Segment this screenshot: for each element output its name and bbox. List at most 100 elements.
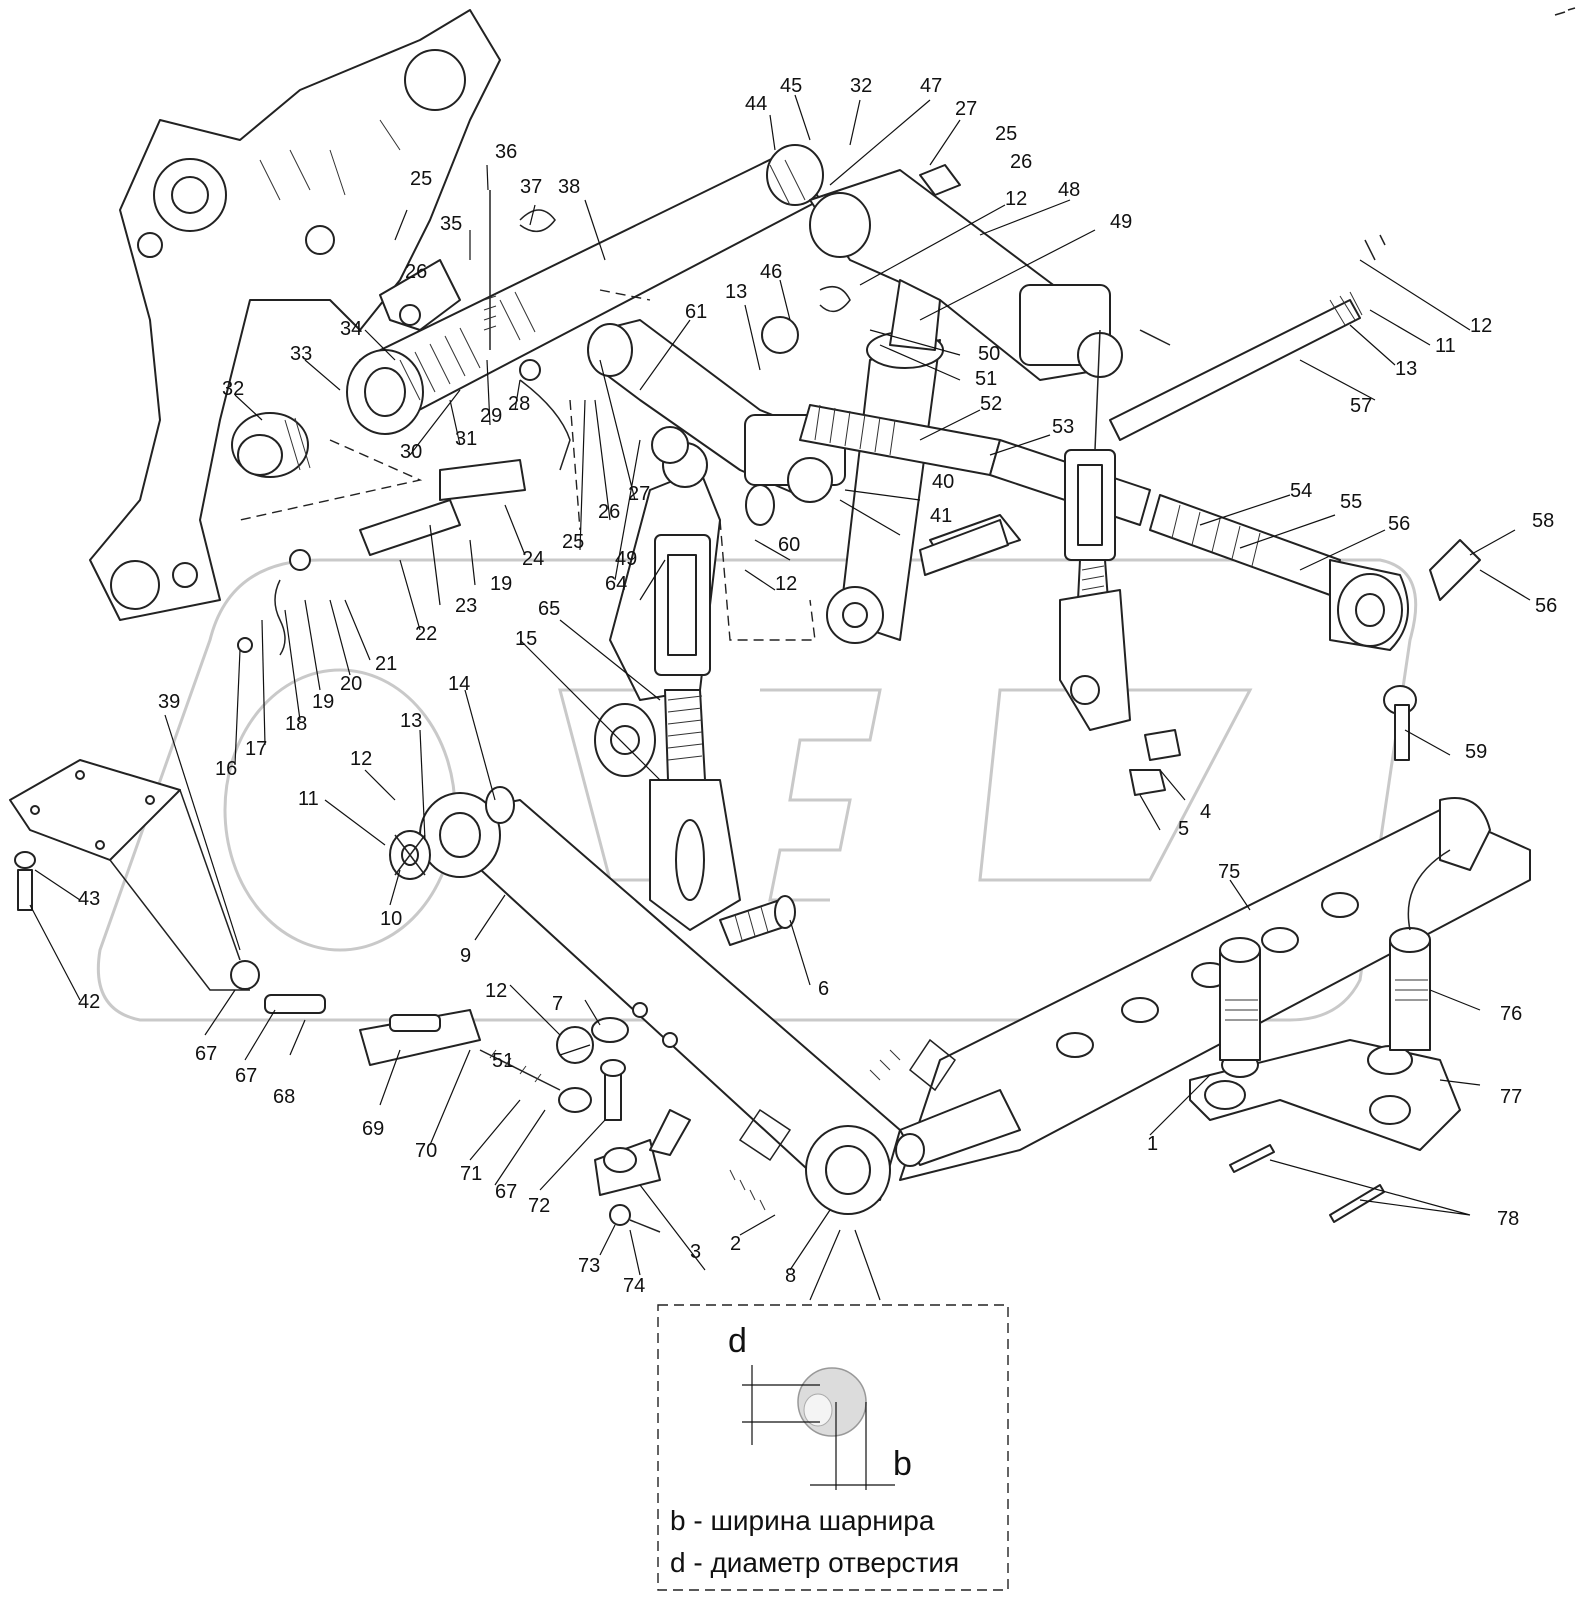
part-label: 78 xyxy=(1497,1208,1519,1230)
part-label: 21 xyxy=(375,653,397,675)
part-label: 5 xyxy=(1178,818,1189,840)
part-label: 73 xyxy=(578,1255,600,1277)
chains xyxy=(729,1038,957,1211)
part-label: 53 xyxy=(1052,416,1074,438)
part-label: 28 xyxy=(508,393,530,415)
part-labels: 45 32 47 44 27 25 36 26 25 37 38 48 12 3… xyxy=(78,75,1557,1297)
lift-arm-left xyxy=(587,319,846,503)
part-label: 25 xyxy=(562,531,584,553)
part-label: 4 xyxy=(1200,801,1211,823)
part-label: 8 xyxy=(785,1265,796,1287)
part-label: 19 xyxy=(490,573,512,595)
part-label: 32 xyxy=(222,378,244,400)
part-label: 56 xyxy=(1388,513,1410,535)
part-label: 38 xyxy=(558,176,580,198)
part-label: 55 xyxy=(1340,491,1362,513)
part-label: 1 xyxy=(1147,1133,1158,1155)
part-label: 35 xyxy=(440,213,462,235)
part-label: 47 xyxy=(920,75,942,97)
leader-lines xyxy=(29,94,1531,1301)
part-label: 16 xyxy=(215,758,237,780)
part-label: 32 xyxy=(850,75,872,97)
small-hardware xyxy=(14,164,1481,1233)
dimension-d-label: d xyxy=(728,1322,747,1360)
part-label: 12 xyxy=(1005,188,1027,210)
part-label: 26 xyxy=(405,261,427,283)
part-label: 59 xyxy=(1465,741,1487,763)
part-label: 2 xyxy=(730,1233,741,1255)
part-label: 27 xyxy=(955,98,977,120)
part-label: 49 xyxy=(615,548,637,570)
part-label: 42 xyxy=(78,991,100,1013)
part-label: 26 xyxy=(1010,151,1032,173)
part-label: 18 xyxy=(285,713,307,735)
part-label: 13 xyxy=(725,281,747,303)
part-label: 52 xyxy=(980,393,1002,415)
part-label: 33 xyxy=(290,343,312,365)
pin-1 xyxy=(1219,937,1261,1061)
joint-detail-box: d b b - ширина шарнира d - диаметр отвер… xyxy=(657,1304,1009,1591)
part-label: 75 xyxy=(1218,861,1240,883)
part-label: 13 xyxy=(1395,358,1417,380)
part-label: 6 xyxy=(818,978,829,1000)
part-label: 12 xyxy=(775,573,797,595)
part-label: 25 xyxy=(995,123,1017,145)
part-label: 37 xyxy=(520,176,542,198)
part-label: 61 xyxy=(685,301,707,323)
lift-arm-right xyxy=(809,169,1171,381)
part-label: 27 xyxy=(628,483,650,505)
part-label: 67 xyxy=(195,1043,217,1065)
part-label: 72 xyxy=(528,1195,550,1217)
part-label: 67 xyxy=(235,1065,257,1087)
part-label: 14 xyxy=(448,673,470,695)
cotter-pins-78 xyxy=(1229,1144,1385,1223)
part-label: 71 xyxy=(460,1163,482,1185)
part-label: 15 xyxy=(515,628,537,650)
part-label: 12 xyxy=(1470,315,1492,337)
dashed-guides xyxy=(239,289,816,641)
part-label: 67 xyxy=(495,1181,517,1203)
castle-nut-11 xyxy=(389,830,431,880)
drawbar-plate xyxy=(1189,1039,1461,1151)
part-label: 3 xyxy=(690,1241,701,1263)
part-label: 56 xyxy=(1535,595,1557,617)
part-label: 65 xyxy=(538,598,560,620)
left-brace xyxy=(594,442,741,931)
part-label: 17 xyxy=(245,738,267,760)
part-label: 77 xyxy=(1500,1086,1522,1108)
rod-57 xyxy=(1109,291,1363,441)
corner-mark xyxy=(1554,7,1576,16)
part-label: 9 xyxy=(460,945,471,967)
cross-shaft xyxy=(346,144,824,435)
part-label: 31 xyxy=(455,428,477,450)
part-label: 49 xyxy=(1110,211,1132,233)
washer-14 xyxy=(485,786,515,824)
part-label: 43 xyxy=(78,888,100,910)
part-label: 58 xyxy=(1532,510,1554,532)
part-label: 60 xyxy=(778,534,800,556)
part-label: 26 xyxy=(598,501,620,523)
part-label: 50 xyxy=(978,343,1000,365)
part-label: 29 xyxy=(480,405,502,427)
part-label: 57 xyxy=(1350,395,1372,417)
bushing-32 xyxy=(231,412,311,478)
part-label: 11 xyxy=(298,788,319,810)
part-label: 34 xyxy=(340,318,362,340)
stabilizer-assembly xyxy=(9,759,592,1113)
part-label: 39 xyxy=(158,691,180,713)
part-label: 64 xyxy=(605,573,627,595)
part-label: 41 xyxy=(930,505,952,527)
right-brace xyxy=(1059,329,1131,731)
part-label: 10 xyxy=(380,908,402,930)
part-label: 36 xyxy=(495,141,517,163)
drawbar xyxy=(895,797,1531,1181)
part-label: 51 xyxy=(975,368,997,390)
part-label: 46 xyxy=(760,261,782,283)
rear-axle-housing xyxy=(89,9,501,621)
part-label: 69 xyxy=(362,1118,384,1140)
part-label: 24 xyxy=(522,548,544,570)
part-label: 23 xyxy=(455,595,477,617)
pin-76 xyxy=(1389,849,1451,1051)
